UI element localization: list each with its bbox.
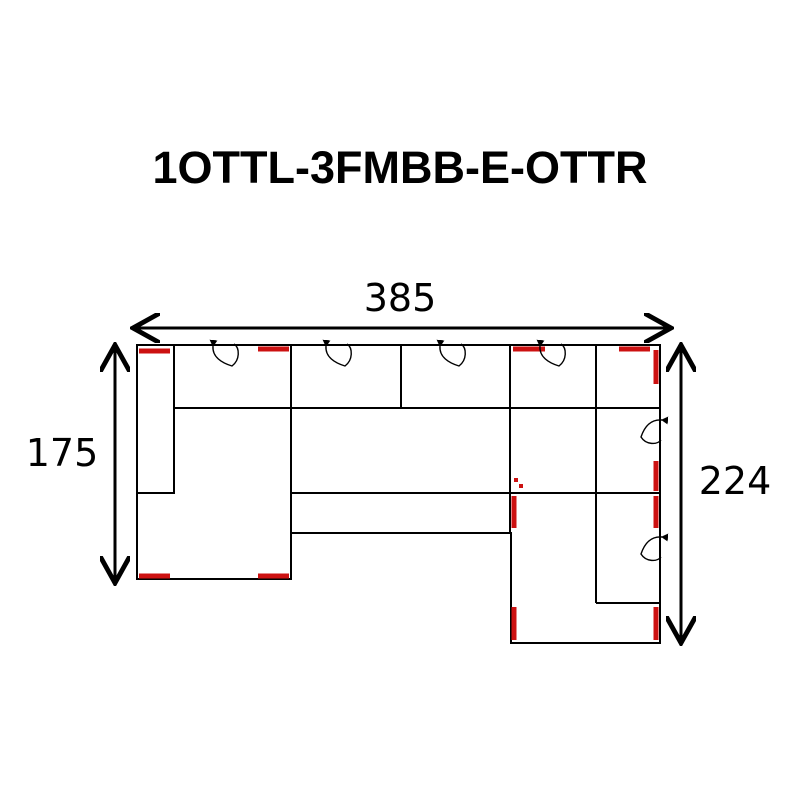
left-depth-dimension-label: 175 [26, 431, 99, 475]
rotation-arrow-icon [322, 339, 352, 367]
right-depth-dimension-label: 224 [699, 459, 772, 503]
connection-markers [139, 346, 659, 640]
connector-marker-small [519, 484, 523, 488]
sofa-outline [136, 344, 661, 644]
rotation-arrows [209, 339, 669, 562]
width-dimension-label: 385 [364, 276, 437, 320]
pull-out-bed-dashed [290, 500, 510, 534]
rotation-arrow-icon [640, 533, 669, 562]
right-depth-dimension: 224 [681, 348, 771, 640]
connector-marker-small [514, 478, 518, 482]
diagram-title: 1OTTL-3FMBB-E-OTTR [152, 142, 648, 193]
rotation-arrow-icon [640, 416, 669, 445]
left-depth-dimension: 175 [26, 348, 115, 580]
rotation-arrow-icon [436, 339, 466, 367]
left-armrest [137, 345, 175, 494]
rotation-arrow-icon [209, 339, 239, 367]
rotation-arrow-icon [536, 339, 566, 367]
width-dimension: 385 [136, 276, 668, 328]
